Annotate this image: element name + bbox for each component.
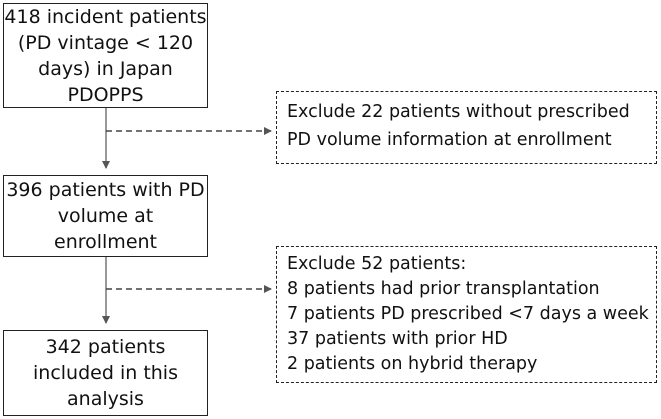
box-incident-patients-line-1: 418 incident patients [4, 5, 207, 28]
box-pd-volume-patients-line-2: volume at [57, 205, 154, 227]
box-exclusion-other-reasons-line-4: 37 patients with prior HD [287, 329, 508, 349]
box-incident-patients-line-3: days) in Japan [38, 57, 173, 80]
box-pd-volume-patients: 396 patients with PD volume at enrollmen… [3, 175, 208, 257]
box-exclusion-no-volume-line-2: PD volume information at enrollment [287, 130, 612, 150]
box-included-patients-line-2: included in this [33, 362, 178, 384]
box-exclusion-no-volume-line-1: Exclude 22 patients without prescribed [287, 102, 630, 122]
box-pd-volume-patients-line-1: 396 patients with PD [6, 179, 205, 201]
box-incident-patients-line-2: (PD vintage < 120 [17, 31, 194, 54]
box-exclusion-other-reasons-line-3: 7 patients PD prescribed <7 days a week [287, 304, 649, 324]
box-included-patients-line-3: analysis [67, 388, 144, 410]
box-incident-patients: 418 incident patients (PD vintage < 120 … [3, 3, 208, 108]
box-included-patients-line-1: 342 patients [45, 336, 166, 358]
box-incident-patients-line-4: PDOPPS [67, 83, 144, 106]
box-exclusion-other-reasons: Exclude 52 patients: 8 patients had prio… [276, 246, 657, 383]
box-exclusion-other-reasons-line-5: 2 patients on hybrid therapy [287, 354, 538, 374]
box-exclusion-other-reasons-line-1: Exclude 52 patients: [287, 254, 467, 274]
box-included-patients: 342 patients included in this analysis [3, 330, 208, 416]
box-exclusion-other-reasons-line-2: 8 patients had prior transplantation [287, 279, 600, 299]
box-exclusion-no-volume: Exclude 22 patients without prescribed P… [276, 91, 657, 164]
box-pd-volume-patients-line-3: enrollment [54, 231, 157, 253]
